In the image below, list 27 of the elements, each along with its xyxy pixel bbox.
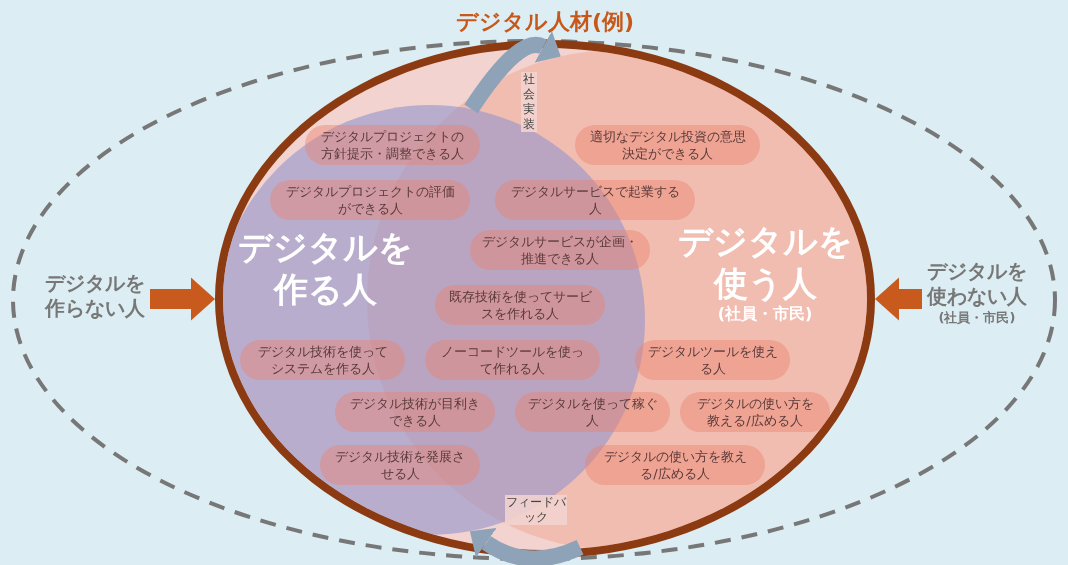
circle-label: デジタルを使う人: [676, 220, 854, 304]
role-pill: デジタルの使い方を教える/広める人: [680, 392, 830, 432]
role-pill: デジタル技術が目利きできる人: [335, 392, 495, 432]
curved-arrow: [464, 29, 562, 114]
block-arrow: [875, 277, 922, 321]
role-pill: ノーコードツールを使って作れる人: [425, 340, 600, 380]
group-title: デジタル人材(例): [454, 8, 636, 36]
role-pill: デジタルサービスが企画・推進できる人: [470, 230, 650, 270]
role-pill: デジタルを使って稼ぐ人: [515, 392, 670, 432]
side-label: デジタルを使わない人: [926, 259, 1028, 309]
edge-label: 社会実装: [521, 72, 537, 132]
role-pill: デジタル技術を使ってシステムを作る人: [240, 340, 405, 380]
side-label: デジタルを作らない人: [40, 271, 150, 327]
role-pill: デジタルの使い方を教える/広める人: [585, 445, 765, 485]
circle-label: デジタルを作る人: [236, 226, 414, 310]
role-pill: デジタルサービスで起業する人: [495, 180, 695, 220]
circle-sublabel: (社員・市民): [716, 304, 814, 324]
curved-arrow: [469, 527, 584, 565]
side-sublabel: (社員・市民): [937, 309, 1017, 327]
block-arrow: [150, 277, 215, 321]
role-pill: 既存技術を使ってサービスを作れる人: [435, 285, 605, 325]
role-pill: デジタルツールを使える人: [635, 340, 790, 380]
role-pill: 適切なデジタル投資の意思決定ができる人: [575, 125, 760, 165]
role-pill: デジタルプロジェクトの評価ができる人: [270, 180, 470, 220]
role-pill: デジタル技術を発展させる人: [320, 445, 480, 485]
edge-label: フィードバック: [505, 495, 567, 525]
role-pill: デジタルプロジェクトの方針提示・調整できる人: [305, 125, 480, 165]
